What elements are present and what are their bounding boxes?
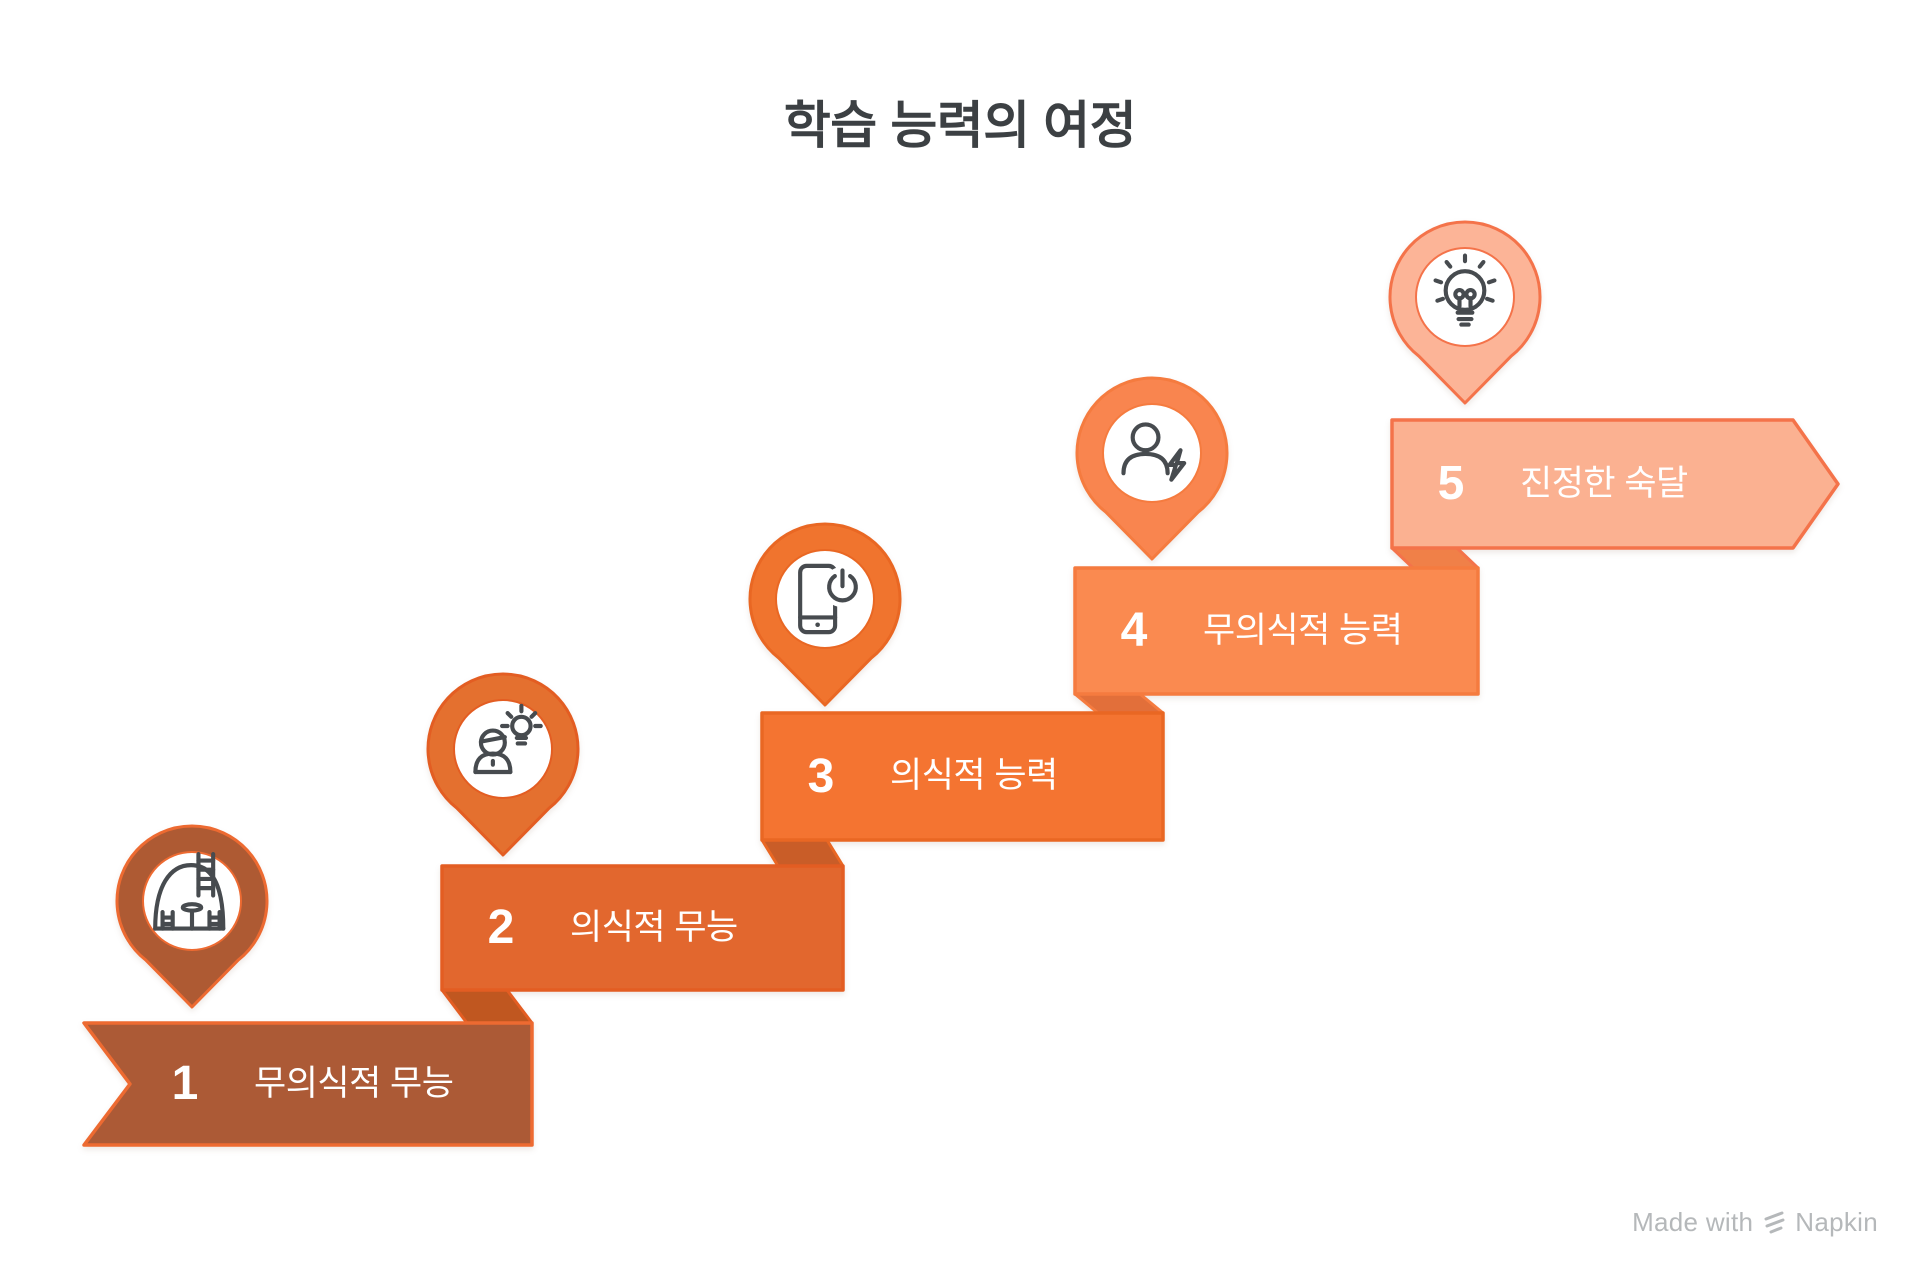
step3-banner bbox=[760, 711, 1165, 842]
ribbon-fold-step5 bbox=[1390, 546, 1480, 570]
step5-icon-bubble bbox=[1388, 220, 1542, 405]
step4-banner bbox=[1073, 566, 1480, 696]
watermark[interactable]: Made with Napkin bbox=[1632, 1207, 1878, 1238]
climbing-ladder-icon bbox=[153, 852, 226, 931]
lightbulb-icon bbox=[1433, 253, 1497, 327]
watermark-prefix: Made with bbox=[1632, 1207, 1754, 1237]
step5-banner bbox=[1390, 418, 1840, 550]
page-title: 학습 능력의 여정 bbox=[783, 97, 1137, 154]
napkin-logo-icon bbox=[1764, 1211, 1785, 1233]
watermark-brand: Napkin bbox=[1795, 1207, 1878, 1237]
step1-icon-bubble bbox=[115, 824, 269, 1009]
step1-banner bbox=[82, 1021, 534, 1147]
step4-icon-bubble bbox=[1075, 376, 1229, 561]
step2-banner bbox=[440, 864, 845, 992]
step2-icon-bubble bbox=[426, 672, 580, 857]
ribbon-fold-step3 bbox=[760, 838, 845, 868]
person-energy-icon bbox=[1121, 422, 1187, 482]
smartphone-power-icon bbox=[798, 563, 863, 635]
ribbon-fold-step2 bbox=[440, 988, 534, 1025]
step3-icon-bubble bbox=[748, 522, 902, 707]
person-idea-icon bbox=[473, 703, 543, 775]
ribbon-fold-step4 bbox=[1073, 692, 1165, 715]
